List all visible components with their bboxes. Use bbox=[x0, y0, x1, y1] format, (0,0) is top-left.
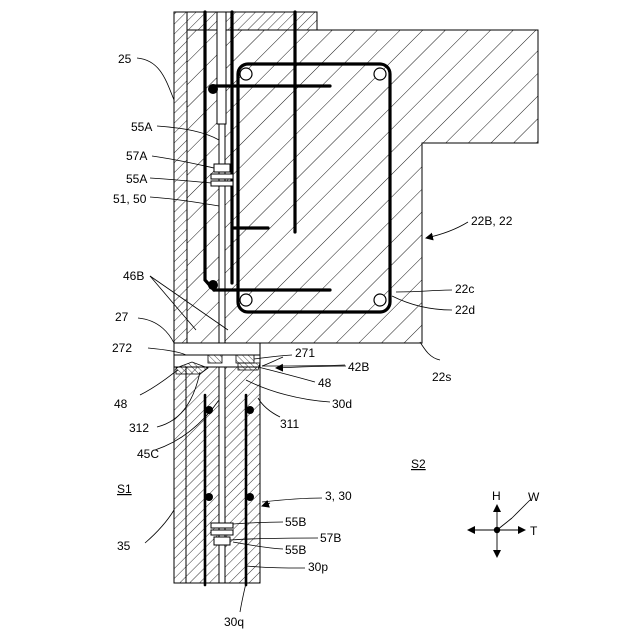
anchor-bolt-lower bbox=[219, 367, 225, 583]
label-22c: 22c bbox=[455, 282, 474, 296]
label-22d: 22d bbox=[455, 303, 475, 317]
label-22B-22: 22B, 22 bbox=[471, 214, 513, 228]
label-311: 311 bbox=[280, 417, 299, 431]
beam-22 bbox=[187, 12, 538, 343]
rebar-dot-b bbox=[246, 406, 254, 414]
axis-origin bbox=[494, 527, 500, 533]
label-55A-b: 55A bbox=[126, 172, 147, 186]
panel-35 bbox=[174, 367, 186, 583]
label-25: 25 bbox=[118, 52, 132, 66]
label-51-50: 51, 50 bbox=[113, 192, 147, 206]
label-48-left: 48 bbox=[114, 397, 128, 411]
gasket-left bbox=[208, 355, 222, 363]
rebar-dot-upper bbox=[208, 84, 218, 94]
washer-57B-top bbox=[211, 523, 233, 528]
label-48-right: 48 bbox=[318, 376, 332, 390]
rebar-dot-d bbox=[246, 493, 254, 501]
axis-label-t: T bbox=[530, 524, 538, 538]
rebar-dot-lower bbox=[208, 280, 218, 290]
label-30q: 30q bbox=[224, 615, 244, 629]
label-27: 27 bbox=[115, 310, 129, 324]
panel-25 bbox=[174, 12, 187, 343]
label-57A: 57A bbox=[126, 149, 147, 163]
beam-body bbox=[187, 30, 538, 343]
main-bar-tr bbox=[374, 68, 386, 80]
label-271: 271 bbox=[295, 346, 315, 360]
washer-57B-bottom bbox=[211, 530, 233, 535]
anchor-bolt-50 bbox=[219, 124, 225, 350]
rebar-dot-c bbox=[205, 493, 213, 501]
label-42B: 42B bbox=[348, 360, 369, 374]
axis-label-h: H bbox=[492, 489, 501, 503]
label-312: 312 bbox=[129, 421, 149, 435]
axis-label-w: W bbox=[528, 490, 540, 504]
washer-57A-bottom bbox=[211, 181, 233, 186]
label-272: 272 bbox=[112, 341, 132, 355]
label-57B: 57B bbox=[320, 531, 341, 545]
nut-57A bbox=[214, 164, 230, 172]
label-30p: 30p bbox=[308, 560, 328, 574]
nut-57B bbox=[214, 537, 230, 545]
washer-57A-top bbox=[211, 174, 233, 179]
label-30d: 30d bbox=[332, 397, 352, 411]
label-S2: S2 bbox=[411, 457, 426, 471]
label-55B-a: 55B bbox=[285, 515, 306, 529]
label-35: 35 bbox=[117, 539, 131, 553]
main-bar-bl bbox=[240, 294, 252, 306]
gasket-271 bbox=[236, 355, 254, 363]
label-55B-b: 55B bbox=[285, 543, 306, 557]
panel-30 bbox=[174, 367, 260, 585]
panel-25-body bbox=[174, 12, 187, 343]
direction-indicator: H W T bbox=[468, 489, 540, 557]
label-45C: 45C bbox=[137, 447, 159, 461]
label-3-30: 3, 30 bbox=[325, 489, 352, 503]
sleeve-55A bbox=[217, 12, 226, 124]
label-46B: 46B bbox=[123, 269, 144, 283]
label-55A-a: 55A bbox=[131, 120, 152, 134]
label-S1: S1 bbox=[117, 482, 132, 496]
main-bar-br bbox=[374, 294, 386, 306]
label-22s: 22s bbox=[432, 370, 451, 384]
main-bar-tl bbox=[240, 68, 252, 80]
